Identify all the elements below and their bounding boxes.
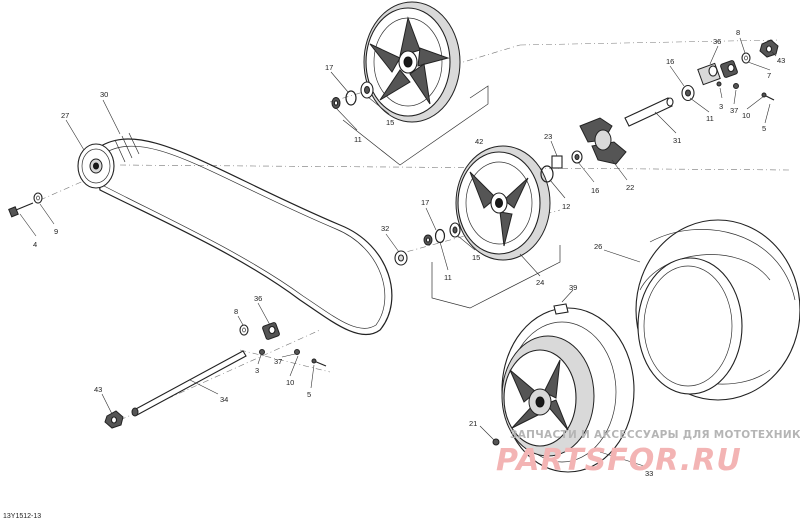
retaining-ring — [540, 165, 554, 183]
callout-43: 43 — [94, 385, 102, 394]
eccentric-adjuster — [720, 60, 738, 78]
washer — [423, 234, 433, 246]
centerline — [329, 39, 781, 103]
watermark-caption: ЗАПЧАСТИ И АКСЕССУАРЫ ДЛЯ МОТОТЕХНИКИ — [510, 429, 800, 441]
callout-16: 16 — [591, 186, 599, 195]
group-bracket — [342, 85, 489, 166]
nut — [294, 349, 300, 355]
callout-5: 5 — [307, 390, 311, 399]
callout-15: 15 — [386, 118, 394, 127]
callout-15: 15 — [472, 253, 480, 262]
rear-axle — [131, 350, 247, 417]
drawing-reference-code: 13Y1512-13 — [3, 513, 41, 520]
callout-labels: 30 27 4 9 17 11 15 42 23 12 16 22 31 16 … — [33, 28, 785, 478]
callout-21: 21 — [469, 419, 477, 428]
retaining-ring — [345, 90, 357, 106]
retaining-ring — [434, 228, 446, 244]
group-bracket — [431, 245, 561, 309]
tire — [635, 219, 800, 401]
bearing — [360, 81, 374, 99]
callout-27: 27 — [61, 111, 69, 120]
eccentric-adjuster — [262, 322, 280, 340]
centerline — [119, 329, 321, 421]
wheel-hub-pieces — [579, 117, 627, 165]
callout-11: 11 — [706, 114, 714, 123]
callout-22: 22 — [626, 183, 634, 192]
callout-42: 42 — [475, 137, 483, 146]
callout-17: 17 — [421, 198, 429, 207]
callout-17: 17 — [325, 63, 333, 72]
callout-36: 36 — [713, 37, 721, 46]
callout-36: 36 — [254, 294, 262, 303]
callout-24: 24 — [536, 278, 544, 287]
callout-3: 3 — [719, 102, 723, 111]
centerline — [394, 209, 561, 256]
callout-37: 37 — [730, 106, 738, 115]
centerline — [39, 175, 96, 201]
lock-nut — [759, 39, 779, 58]
axle-sleeve — [624, 97, 674, 127]
lower-drive-sprocket — [455, 145, 551, 261]
spacer — [394, 250, 408, 266]
washer — [741, 52, 751, 64]
callout-31: 31 — [673, 136, 681, 145]
callout-33: 33 — [645, 469, 653, 478]
nut — [733, 83, 739, 89]
callout-5: 5 — [762, 124, 766, 133]
callout-43: 43 — [777, 56, 785, 65]
leader-lines — [19, 37, 777, 467]
washer — [239, 324, 249, 336]
bearing — [571, 150, 583, 164]
callout-26: 26 — [594, 242, 602, 251]
callout-12: 12 — [562, 202, 570, 211]
front-sprocket — [77, 143, 115, 189]
set-screw — [311, 358, 327, 367]
wheel-nut — [492, 438, 500, 446]
wheel-rim — [501, 307, 635, 473]
watermark-brand: PARTSFOR.RU — [496, 443, 742, 478]
washer — [33, 192, 43, 204]
bearing-carrier — [697, 62, 721, 86]
callout-10: 10 — [742, 111, 750, 120]
lock-nut — [104, 410, 124, 429]
callout-9: 9 — [54, 227, 58, 236]
callout-34: 34 — [220, 395, 228, 404]
bearing — [449, 222, 461, 238]
callout-3: 3 — [255, 366, 259, 375]
callout-8: 8 — [234, 307, 238, 316]
washer — [331, 97, 341, 109]
callout-32: 32 — [381, 224, 389, 233]
callout-11: 11 — [444, 273, 452, 282]
callout-16: 16 — [666, 57, 674, 66]
callout-10: 10 — [286, 378, 294, 387]
bearing — [681, 84, 695, 102]
callout-37: 37 — [274, 357, 282, 366]
centerline — [239, 349, 331, 373]
callout-4: 4 — [33, 240, 37, 249]
nut — [259, 349, 265, 355]
callout-8: 8 — [736, 28, 740, 37]
callout-39: 39 — [569, 283, 577, 292]
watermark: ЗАПЧАСТИ И АКСЕССУАРЫ ДЛЯ МОТОТЕХНИКИ PA… — [496, 429, 800, 478]
callout-11: 11 — [354, 135, 362, 144]
bolt — [8, 202, 34, 218]
set-screw — [761, 92, 775, 101]
callout-7: 7 — [767, 71, 771, 80]
callout-23: 23 — [544, 132, 552, 141]
nut — [716, 81, 722, 87]
upper-drive-sprocket — [363, 1, 461, 123]
valve-stem — [553, 303, 569, 315]
spacer — [551, 155, 563, 169]
drive-belt — [94, 132, 393, 336]
callout-30: 30 — [100, 90, 108, 99]
